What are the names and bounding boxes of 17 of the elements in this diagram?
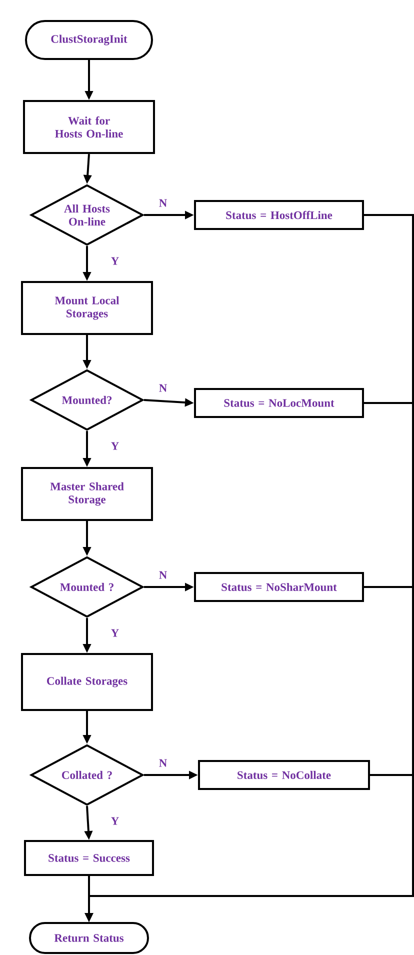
process-box: Status = HostOffLine xyxy=(194,200,364,230)
edge-label: Y xyxy=(110,256,120,266)
edge-label: N xyxy=(158,758,168,768)
edge-label: N xyxy=(158,570,168,580)
edge-label: Y xyxy=(110,628,120,638)
edge-label: N xyxy=(158,198,168,208)
process-box: Status = NoLocMount xyxy=(194,388,364,418)
process-box: Status = NoSharMount xyxy=(194,572,364,602)
edge-label: N xyxy=(158,383,168,393)
process-box: Master Shared Storage xyxy=(21,467,153,521)
edge-label: Y xyxy=(110,816,120,826)
edge-label: Y xyxy=(110,441,120,451)
process-box: Status = Success xyxy=(24,840,154,876)
process-box: Wait for Hosts On-line xyxy=(23,100,155,154)
process-box: Mount Local Storages xyxy=(21,281,153,335)
process-box: Status = NoCollate xyxy=(198,760,370,790)
process-box: Collate Storages xyxy=(21,653,153,711)
